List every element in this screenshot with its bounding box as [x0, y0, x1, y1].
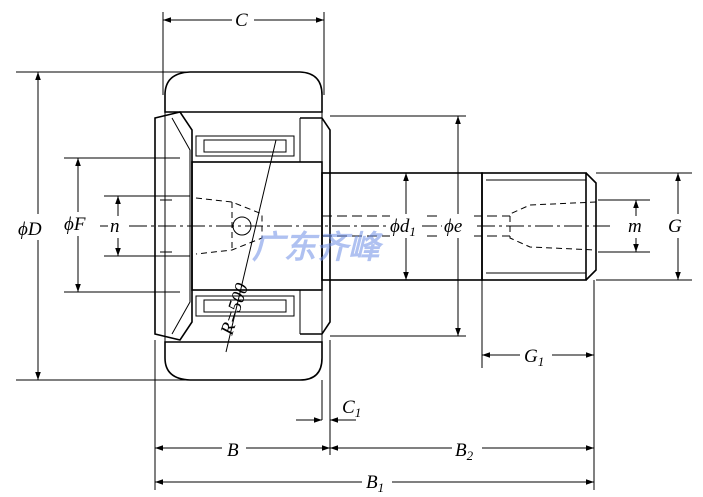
label-G: G — [668, 216, 682, 237]
label-B2: B2 — [455, 440, 474, 463]
radius-leader — [225, 139, 277, 353]
label-G1-main: G — [524, 346, 538, 367]
label-B1-main: B — [366, 472, 378, 493]
label-C1: C1 — [342, 397, 361, 420]
label-phiD: ϕD — [18, 219, 42, 240]
radius-label: R=500 — [216, 280, 253, 338]
label-C1-sub: 1 — [355, 405, 362, 420]
label-B2-main: B — [455, 440, 467, 461]
extension-lines — [16, 12, 692, 490]
label-G1-sub: 1 — [538, 354, 545, 369]
label-B: B — [227, 440, 239, 461]
needle-rollers — [195, 135, 295, 317]
label-phid1-sub: 1 — [409, 224, 416, 239]
label-B1-sub: 1 — [378, 480, 385, 495]
label-C1-main: C — [342, 397, 355, 418]
label-phie: ϕe — [444, 216, 462, 237]
label-phiF: ϕF — [64, 214, 86, 235]
label-phid1: ϕd1 — [390, 216, 416, 239]
label-m: m — [628, 216, 642, 237]
label-B1: B1 — [366, 472, 384, 495]
watermark-text: 广东齐峰 — [252, 228, 384, 266]
label-phid1-main: ϕd — [390, 216, 410, 237]
dimension-labels: C ϕD ϕF n ϕd1 ϕe m G G1 C1 B B2 B1 — [18, 6, 690, 495]
label-B2-sub: 2 — [467, 448, 474, 463]
label-C: C — [235, 10, 248, 31]
label-n: n — [110, 216, 120, 237]
seal-right — [299, 117, 331, 335]
label-G1: G1 — [524, 346, 544, 369]
